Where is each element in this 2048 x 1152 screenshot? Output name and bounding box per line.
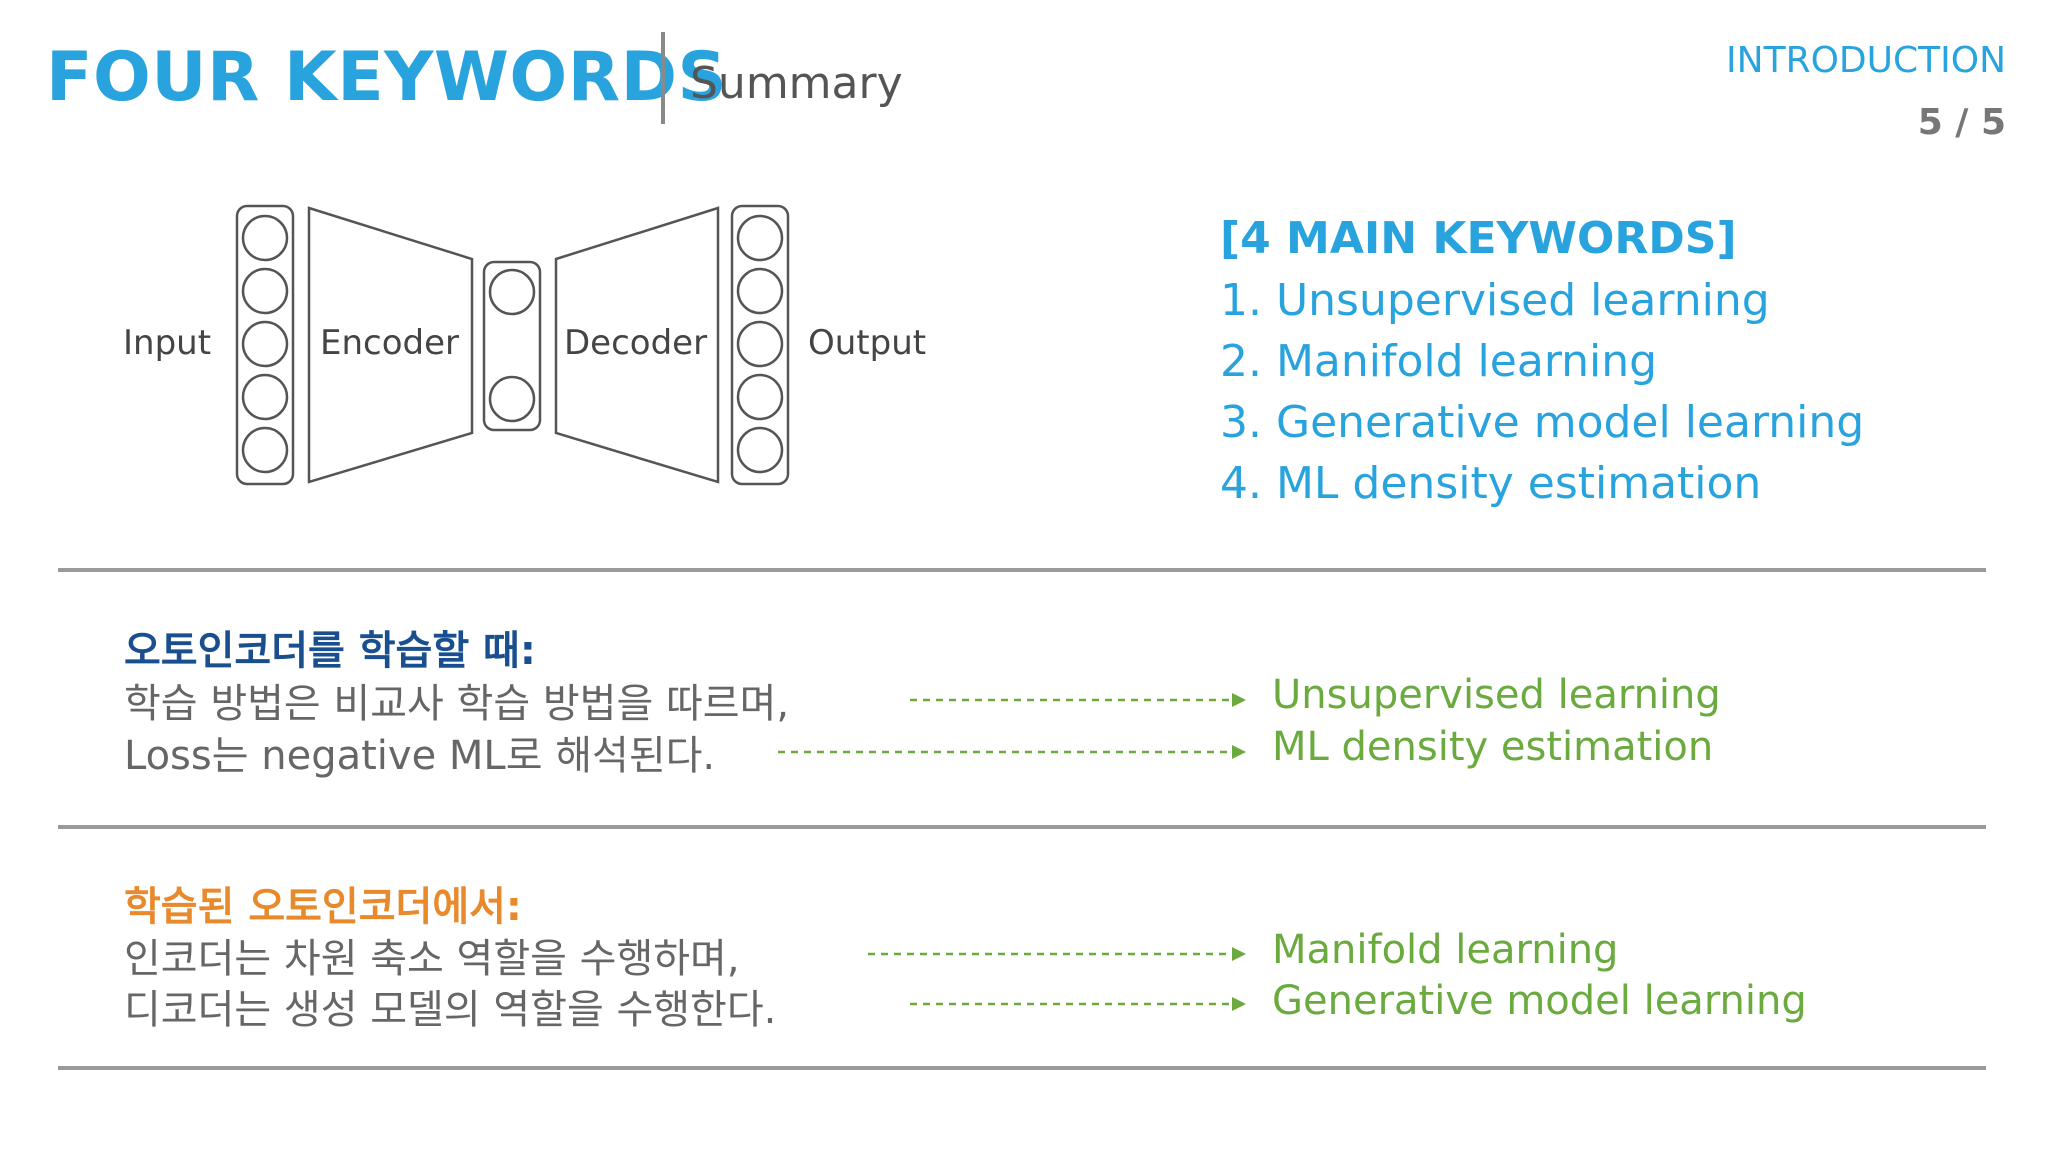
output-neuron bbox=[736, 373, 784, 421]
output-layer bbox=[730, 204, 790, 486]
section-divider bbox=[58, 1066, 1986, 1070]
page-number: 5 / 5 bbox=[1917, 102, 2006, 143]
section-label: INTRODUCTION bbox=[1726, 40, 2006, 81]
arrow-icon bbox=[778, 745, 1246, 759]
trained-line: 인코더는 차원 축소 역할을 수행하며, bbox=[124, 936, 740, 982]
output-label: Output bbox=[808, 323, 926, 363]
input-neuron bbox=[241, 373, 289, 421]
keyword-item: 4. ML density estimation bbox=[1220, 458, 1762, 509]
input-layer bbox=[235, 204, 295, 486]
page-title: FOUR KEYWORDS bbox=[46, 38, 727, 117]
autoencoder-diagram: Input Encoder Decoder Output bbox=[123, 204, 926, 486]
latent-layer bbox=[482, 260, 542, 432]
trained-line: 디코더는 생성 모델의 역할을 수행한다. bbox=[124, 987, 777, 1033]
training-line: Loss는 negative ML로 해석된다. bbox=[124, 733, 716, 779]
decoder-label: Decoder bbox=[564, 323, 707, 363]
section-divider bbox=[58, 568, 1986, 572]
input-neuron bbox=[241, 426, 289, 474]
keyword-item: 2. Manifold learning bbox=[1220, 336, 1658, 387]
keyword-link: ML density estimation bbox=[1272, 724, 1714, 770]
keyword-list: [4 MAIN KEYWORDS] 1. Unsupervised learni… bbox=[1220, 208, 1864, 514]
output-neuron bbox=[736, 426, 784, 474]
training-heading: 오토인코더를 학습할 때: bbox=[124, 628, 536, 674]
keyword-link: Unsupervised learning bbox=[1272, 672, 1721, 718]
keyword-item: 1. Unsupervised learning bbox=[1220, 275, 1770, 326]
title-divider bbox=[661, 32, 665, 124]
latent-neuron bbox=[488, 268, 536, 316]
arrow-icon bbox=[910, 693, 1246, 707]
input-neuron bbox=[241, 214, 289, 262]
keyword-list-heading: [4 MAIN KEYWORDS] bbox=[1220, 213, 1737, 264]
decoder-block bbox=[554, 206, 720, 484]
encoder-block bbox=[307, 206, 474, 484]
arrow-icon bbox=[868, 947, 1246, 961]
keyword-link: Manifold learning bbox=[1272, 927, 1619, 973]
keyword-link: Generative model learning bbox=[1272, 978, 1807, 1024]
section-divider bbox=[58, 825, 1986, 829]
arrow-icon bbox=[910, 997, 1246, 1011]
keyword-item: 3. Generative model learning bbox=[1220, 397, 1865, 448]
latent-neuron bbox=[488, 375, 536, 423]
output-neuron bbox=[736, 267, 784, 315]
output-neuron bbox=[736, 320, 784, 368]
page-subtitle: Summary bbox=[690, 58, 903, 109]
trained-heading: 학습된 오토인코더에서: bbox=[124, 884, 522, 930]
training-line: 학습 방법은 비교사 학습 방법을 따르며, bbox=[124, 681, 790, 727]
encoder-label: Encoder bbox=[320, 323, 459, 363]
input-label: Input bbox=[123, 323, 211, 363]
input-neuron bbox=[241, 267, 289, 315]
input-neuron bbox=[241, 320, 289, 368]
output-neuron bbox=[736, 214, 784, 262]
